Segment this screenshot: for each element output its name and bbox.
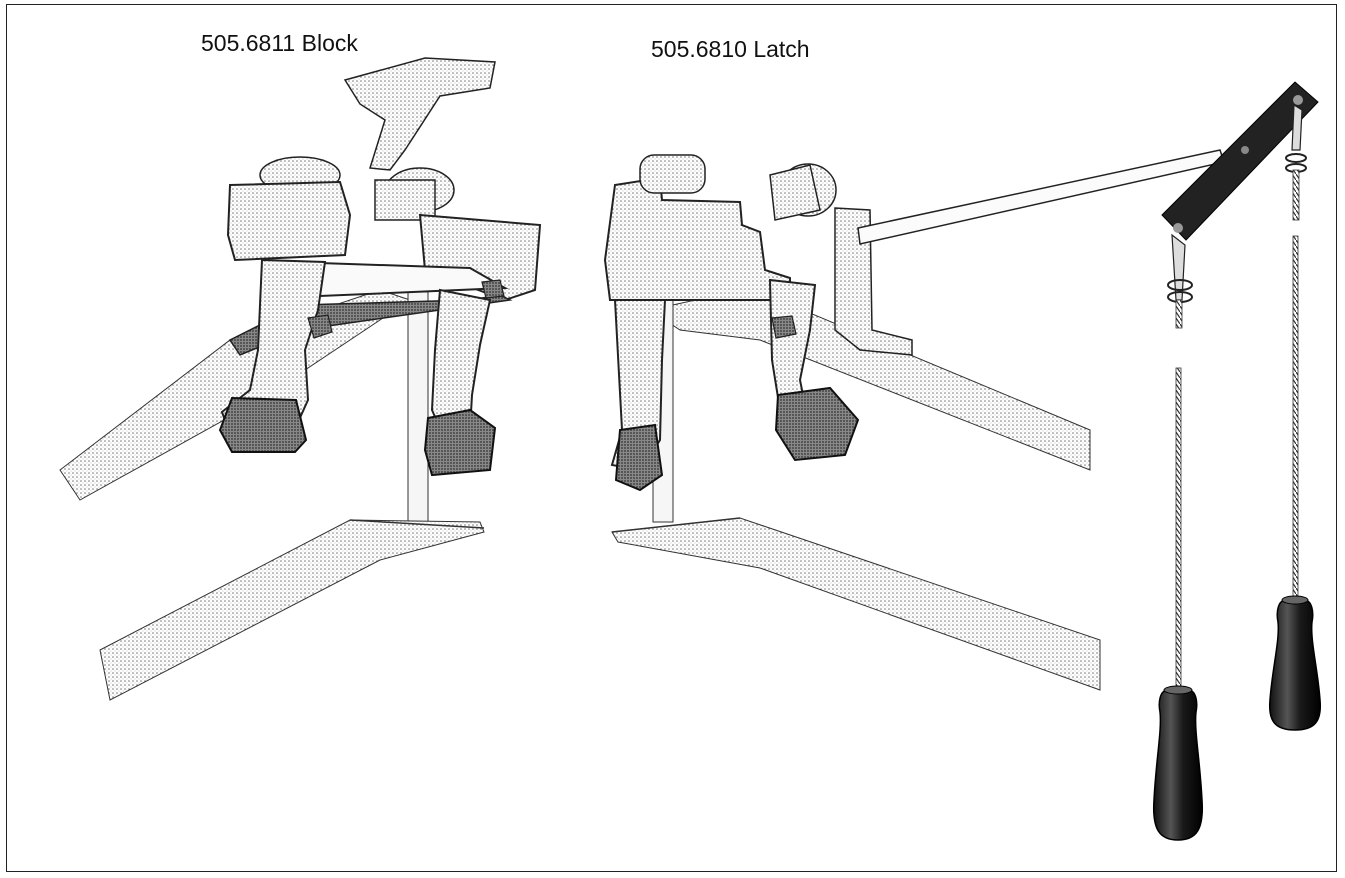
latch-mechanism [603, 154, 913, 492]
right-i-beam [611, 287, 1101, 691]
block-mechanism [218, 57, 542, 477]
latch-rod [857, 81, 1319, 245]
left-pull-cord [1167, 233, 1193, 689]
right-pull-handle [1268, 595, 1322, 731]
right-pull-cord [1285, 103, 1307, 599]
left-pull-handle [1152, 685, 1204, 841]
block-part-label: 505.6811 Block [201, 30, 358, 56]
latch-part-label: 505.6810 Latch [651, 36, 810, 62]
